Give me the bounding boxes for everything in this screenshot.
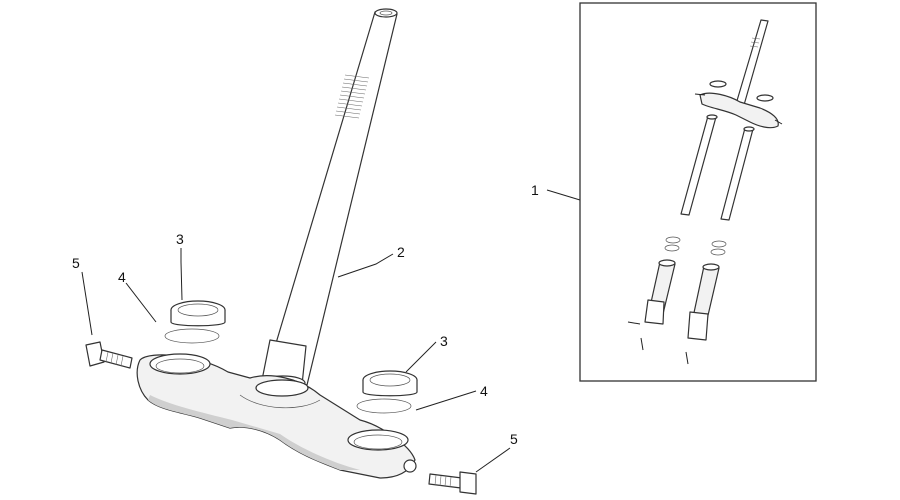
- callout-3-left: 3: [176, 231, 184, 247]
- bolt-left: [85, 341, 133, 369]
- seal-ring-left: [164, 328, 220, 344]
- steering-stem: [260, 8, 398, 391]
- bolt-right: [428, 471, 477, 495]
- callout-5-right: 5: [510, 431, 518, 447]
- stem-threads: [334, 74, 370, 119]
- callout-5-left: 5: [72, 255, 80, 271]
- seal-ring-right: [356, 398, 412, 414]
- callout-2: 2: [397, 244, 405, 260]
- bearing-left: [170, 300, 226, 327]
- lower-triple-clamp: [136, 353, 417, 479]
- bearing-right: [362, 370, 418, 397]
- callout-4-left: 4: [118, 269, 126, 285]
- callout-4-right: 4: [480, 383, 488, 399]
- callout-1: 1: [531, 182, 539, 198]
- inset-fork-assembly: [579, 2, 817, 382]
- leader-lines: [81, 189, 581, 473]
- callout-3-right: 3: [440, 333, 448, 349]
